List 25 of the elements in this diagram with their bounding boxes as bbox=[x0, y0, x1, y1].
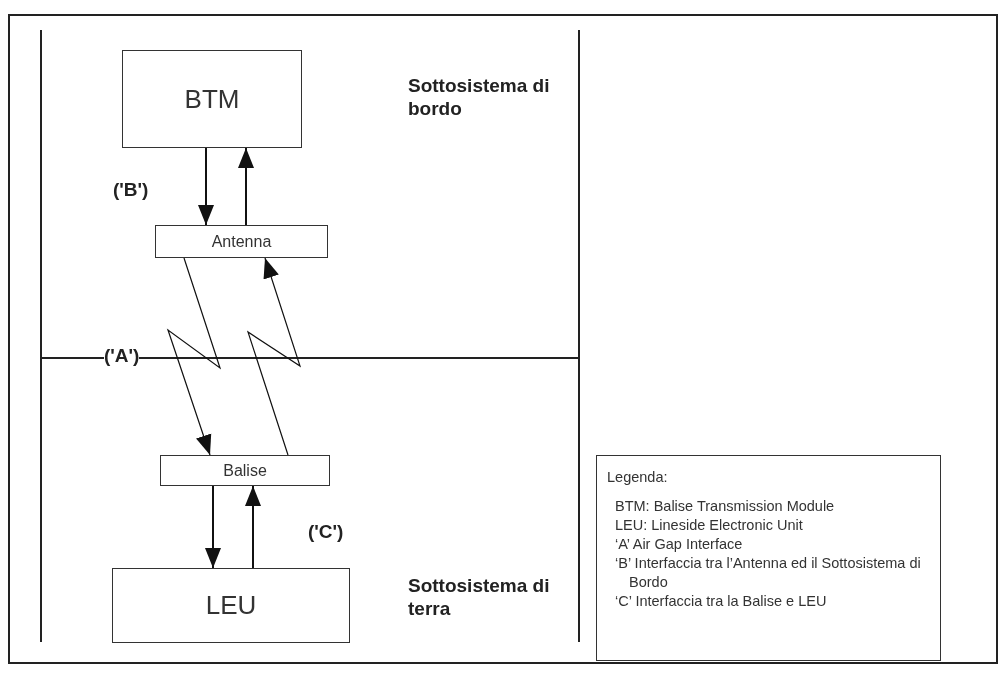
legend-entry: ‘C’ Interfaccia tra la Balise e LEU bbox=[615, 592, 828, 611]
box-label: Antenna bbox=[211, 232, 272, 251]
arrow bbox=[245, 485, 261, 569]
interface-label: ('B') bbox=[113, 178, 149, 201]
box-label: BTM bbox=[184, 83, 240, 115]
legend-entry: ‘A’ Air Gap Interface bbox=[615, 535, 744, 554]
box-label: LEU bbox=[205, 590, 257, 621]
unit-box bbox=[112, 568, 350, 643]
subsystem-label: Sottosistema di terra bbox=[408, 574, 551, 620]
signal-arrow bbox=[246, 257, 302, 456]
arrow bbox=[198, 147, 214, 226]
legend-entry: ‘B’ Interfaccia tra l’Antenna ed il Sottosistema di Bordo bbox=[615, 554, 922, 592]
legend-box bbox=[596, 455, 941, 661]
interface-label: ('C') bbox=[308, 520, 344, 543]
signal-arrow bbox=[166, 257, 222, 456]
arrow bbox=[238, 147, 254, 226]
antenna-box bbox=[155, 225, 328, 258]
balise-box bbox=[160, 455, 330, 486]
subsystem-label: Sottosistema di bordo bbox=[408, 74, 551, 120]
module-box bbox=[122, 50, 302, 148]
legend-entry: BTM: Balise Transmission Module bbox=[615, 497, 836, 516]
legend-title: Legenda: bbox=[607, 468, 669, 487]
legend-entry: LEU: Lineside Electronic Unit bbox=[615, 516, 804, 535]
arrow bbox=[205, 485, 221, 569]
box-label: Balise bbox=[223, 461, 267, 480]
